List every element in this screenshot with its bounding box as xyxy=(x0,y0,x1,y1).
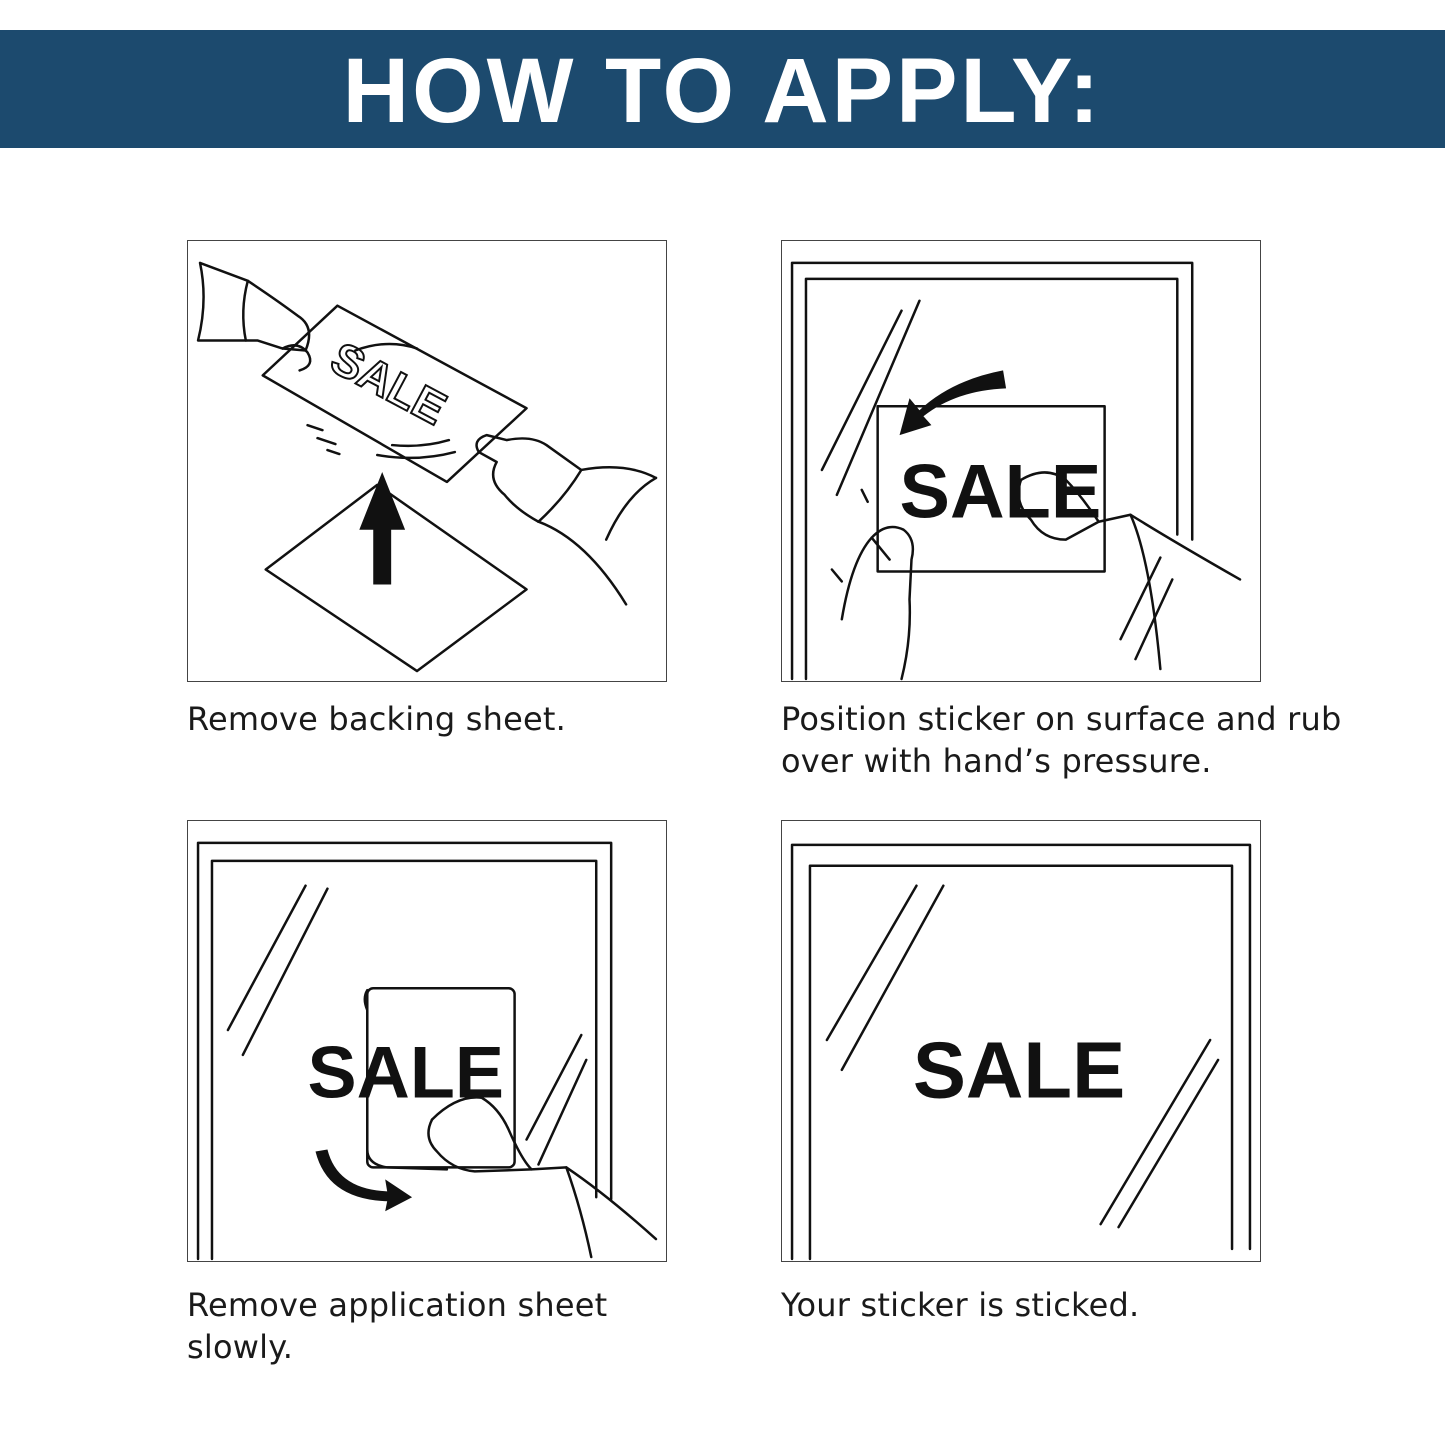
step-3-panel: SALE xyxy=(187,820,667,1262)
up-arrow-icon xyxy=(359,471,406,585)
wall-sale-text: SALE xyxy=(308,1031,504,1114)
remove-application-illustration: SALE xyxy=(196,841,658,1261)
sticker-sale-text: SALE xyxy=(900,451,1102,535)
curved-arrow-icon xyxy=(899,370,1007,436)
step-3-caption: Remove application sheet slowly. xyxy=(187,1286,608,1366)
step-1-caption: Remove backing sheet. xyxy=(187,700,566,738)
remove-backing-illustration: SALE xyxy=(196,261,658,673)
step-2-panel: SALE xyxy=(781,240,1261,682)
step-4-caption: Your sticker is sticked. xyxy=(781,1286,1140,1324)
sticker-sale-text: SALE xyxy=(323,332,455,434)
step-1-panel: SALE xyxy=(187,240,667,682)
step-4-panel: SALE xyxy=(781,820,1261,1262)
header-banner: HOW TO APPLY: xyxy=(0,30,1445,148)
sticker-applied-illustration: SALE xyxy=(790,843,1252,1261)
position-sticker-illustration: SALE xyxy=(790,261,1242,681)
page-title: HOW TO APPLY: xyxy=(342,40,1103,142)
curved-arrow-icon xyxy=(315,1149,413,1212)
step-2-caption: Position sticker on surface and rub over… xyxy=(781,700,1342,780)
wall-sale-text: SALE xyxy=(913,1026,1125,1115)
